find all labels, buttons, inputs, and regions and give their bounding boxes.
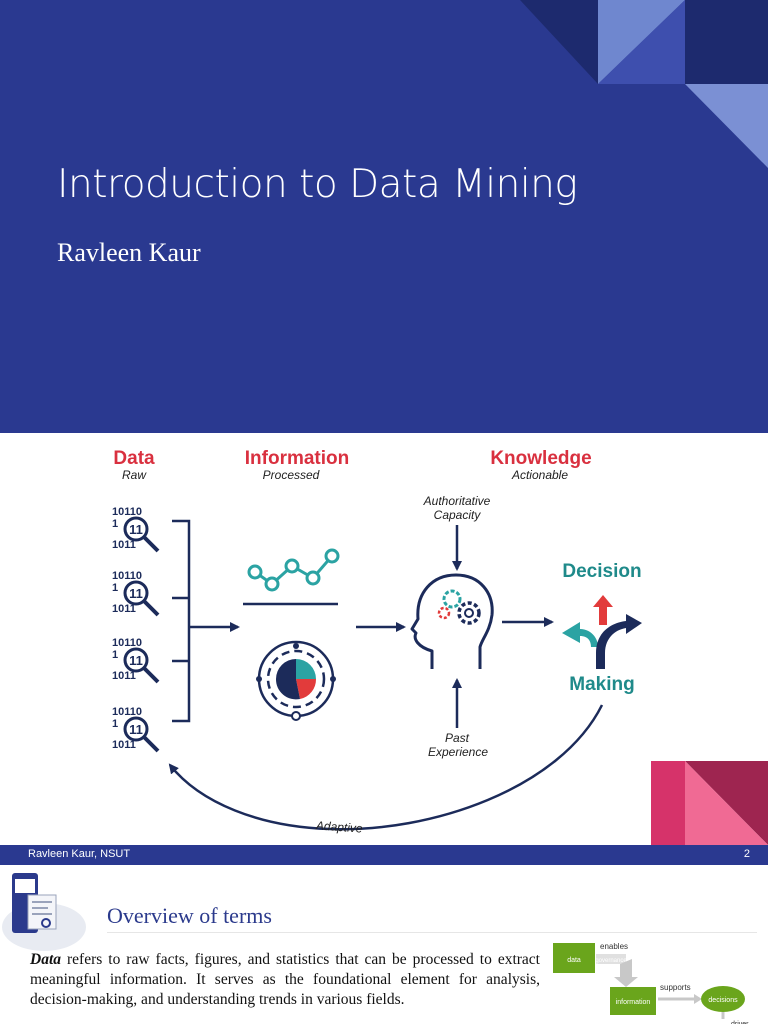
corner-decoration-pink xyxy=(651,761,768,845)
slide-footer: Ravleen Kaur, NSUT 2 xyxy=(0,845,768,865)
title-slide: Introduction to Data Mining Ravleen Kaur xyxy=(0,0,768,433)
binary-search-icon: 10110 1 1011 11 xyxy=(112,637,160,684)
svg-text:information: information xyxy=(616,999,651,1006)
head-gears-icon xyxy=(410,573,494,669)
svg-text:1: 1 xyxy=(112,649,118,661)
data-flow-mini-diagram: data enables governance information supp… xyxy=(553,942,749,1024)
term-data: Data xyxy=(30,951,61,968)
slide-title: Introduction to Data Mining xyxy=(57,162,578,207)
svg-text:10110: 10110 xyxy=(112,706,142,718)
author-name: Ravleen Kaur xyxy=(57,238,201,267)
svg-text:1: 1 xyxy=(112,518,118,530)
crossroads-arrows-icon xyxy=(562,595,642,669)
footer-author: Ravleen Kaur, NSUT xyxy=(28,848,131,860)
svg-text:1011: 1011 xyxy=(112,603,136,615)
definition-text: refers to raw facts, figures, and statis… xyxy=(30,951,540,1008)
svg-text:driver: driver xyxy=(731,1021,749,1024)
svg-text:10110: 10110 xyxy=(112,506,142,518)
input-top-line1: Authoritative xyxy=(423,494,491,508)
line-chart-icon xyxy=(247,548,340,592)
svg-text:11: 11 xyxy=(129,653,143,668)
radar-pie-icon xyxy=(256,640,336,721)
adaptive-label: Adaptive xyxy=(314,818,363,835)
svg-text:governance: governance xyxy=(595,958,627,964)
svg-text:supports: supports xyxy=(660,983,691,992)
overview-slide: Overview of terms Data refers to raw fac… xyxy=(0,865,768,1024)
dikw-diagram: Data Raw Information Processed Knowledge… xyxy=(112,448,768,845)
svg-text:11: 11 xyxy=(129,586,143,601)
binary-search-icon: 10110 1 1011 11 xyxy=(112,506,160,553)
stage-knowledge-label: Knowledge xyxy=(490,448,591,469)
svg-text:11: 11 xyxy=(129,522,143,537)
data-bracket xyxy=(172,519,191,723)
deco-triangle-mid xyxy=(598,0,685,84)
data-document-icon xyxy=(2,873,86,951)
deco-triangle-bottom xyxy=(685,84,768,168)
page-number: 2 xyxy=(743,848,750,860)
stage-data-sub: Raw xyxy=(122,468,147,482)
making-label: Making xyxy=(569,674,634,695)
svg-text:1011: 1011 xyxy=(112,670,136,682)
svg-text:10110: 10110 xyxy=(112,637,142,649)
decision-label: Decision xyxy=(562,561,641,582)
svg-text:enables: enables xyxy=(600,942,628,951)
svg-text:data: data xyxy=(567,957,581,964)
definition-paragraph: Data refers to raw facts, figures, and s… xyxy=(30,950,540,1010)
input-top-line2: Capacity xyxy=(434,508,482,522)
heading-rule xyxy=(107,932,757,933)
diagram-slide: Data Raw Information Processed Knowledge… xyxy=(0,433,768,845)
binary-search-icon: 10110 1 1011 11 xyxy=(112,706,160,753)
input-bottom-line1: Past xyxy=(445,731,470,745)
stage-knowledge-sub: Actionable xyxy=(511,468,568,482)
deco-square-dark xyxy=(685,0,768,84)
binary-search-icon: 10110 1 1011 11 xyxy=(112,570,160,617)
adaptive-feedback-arrow xyxy=(168,704,604,831)
svg-text:1011: 1011 xyxy=(112,539,136,551)
svg-text:1011: 1011 xyxy=(112,739,136,751)
svg-text:10110: 10110 xyxy=(112,570,142,582)
svg-text:11: 11 xyxy=(129,722,143,737)
input-bottom-line2: Experience xyxy=(428,745,488,759)
stage-information-label: Information xyxy=(245,448,350,469)
deco-triangle-dark xyxy=(520,0,598,84)
corner-decoration xyxy=(520,0,768,168)
svg-text:1: 1 xyxy=(112,582,118,594)
stage-data-label: Data xyxy=(113,448,155,469)
svg-text:decisions: decisions xyxy=(708,997,738,1004)
binary-data-icons: 10110 1 1011 11 10110 1 1011 11 10110 1 … xyxy=(112,506,160,753)
svg-text:1: 1 xyxy=(112,718,118,730)
slide-heading: Overview of terms xyxy=(107,903,272,928)
stage-information-sub: Processed xyxy=(263,468,320,482)
